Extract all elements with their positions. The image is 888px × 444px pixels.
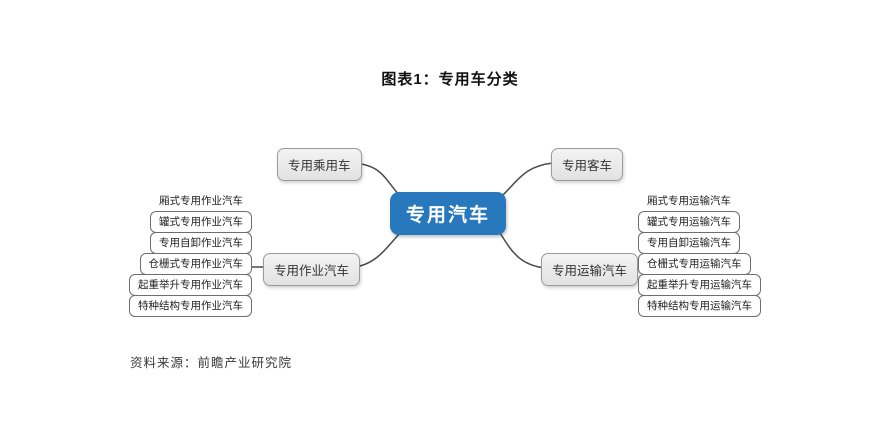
figure-title: 图表1：专用车分类	[381, 71, 519, 88]
source-note: 资料来源：前瞻产业研究院	[130, 356, 293, 370]
leaf-item: 起重举升专用运输汽车	[638, 274, 761, 296]
leaf-item: 罐式专用作业汽车	[150, 211, 252, 233]
leaf-item: 厢式专用作业汽车	[150, 190, 252, 212]
work-vehicle-leaf-list: 厢式专用作业汽车罐式专用作业汽车专用自卸作业汽车仓栅式专用作业汽车起重举升专用作…	[129, 190, 252, 317]
leaf-item: 仓栅式专用作业汽车	[139, 253, 252, 275]
branch-special-bus: 专用客车	[551, 148, 624, 181]
leaf-item: 厢式专用运输汽车	[638, 190, 740, 212]
leaf-item: 仓栅式专用运输汽车	[638, 253, 751, 275]
edge-root-to-transport	[499, 232, 546, 269]
branch-special-transport-vehicle: 专用运输汽车	[541, 253, 639, 286]
leaf-item: 专用自卸运输汽车	[638, 232, 740, 254]
leaf-item: 特种结构专用运输汽车	[638, 295, 761, 317]
leaf-item: 罐式专用运输汽车	[638, 211, 740, 233]
branch-special-passenger-car: 专用乘用车	[277, 148, 362, 181]
leaf-item: 专用自卸作业汽车	[150, 232, 252, 254]
edge-root-to-passenger	[354, 162, 401, 197]
leaf-item: 特种结构专用作业汽车	[129, 295, 252, 317]
leaf-item: 起重举升专用作业汽车	[129, 274, 252, 296]
transport-vehicle-leaf-list: 厢式专用运输汽车罐式专用运输汽车专用自卸运输汽车仓栅式专用运输汽车起重举升专用运…	[638, 190, 761, 317]
root-node-special-vehicle: 专用汽车	[390, 192, 506, 235]
branch-special-work-vehicle: 专用作业汽车	[263, 253, 361, 286]
edge-root-to-bus	[501, 162, 554, 197]
